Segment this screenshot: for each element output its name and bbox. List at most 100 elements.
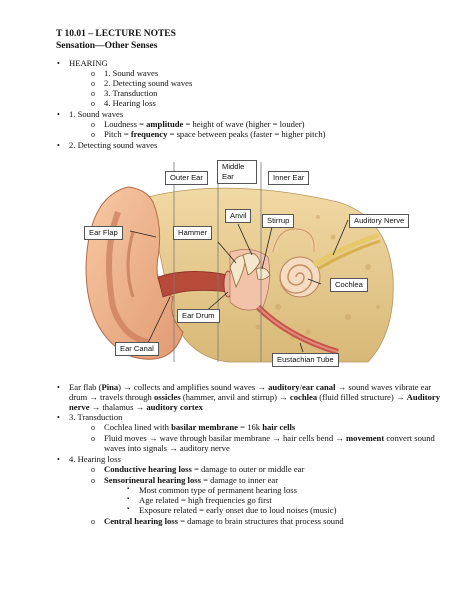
text: Ear flab ( — [69, 382, 102, 392]
sub-point: Age related = high frequencies go first — [139, 495, 272, 505]
label-eustachian-tube: Eustachian Tube — [272, 353, 339, 367]
label-outer-ear: Outer Ear — [165, 171, 208, 185]
pitch-rest: = space between peaks (faster = higher p… — [167, 129, 326, 139]
page-subtitle: Sensation—Other Senses — [56, 41, 158, 51]
label-ear-canal: Ear Canal — [115, 342, 159, 356]
bullet: ▪ — [127, 486, 130, 492]
label-ear-flap: Ear Flap — [84, 226, 123, 240]
bullet: ▪ — [127, 496, 130, 502]
ear-anatomy-diagram — [85, 162, 394, 363]
bullet: o — [91, 89, 95, 98]
pathway-line-2: drum → travels through ossicles (hammer,… — [69, 392, 440, 402]
bullet: • — [57, 110, 60, 119]
label-anvil: Anvil — [225, 209, 252, 223]
text: ear canal — [301, 382, 336, 392]
text: Sensorineural hearing loss — [104, 475, 201, 485]
pitch-prefix: Pitch = — [104, 129, 131, 139]
label-hammer: Hammer — [173, 226, 213, 240]
text: (hammer, anvil and stirrup) → — [180, 392, 290, 402]
text: ) → collects and amplifies sound waves → — [118, 382, 269, 392]
loudness-prefix: Loudness = — [104, 119, 147, 129]
text: = damage to inner ear — [200, 475, 279, 485]
stirrup-shape — [255, 267, 271, 280]
text: hair cells — [262, 422, 296, 432]
label-stirrup: Stirrup — [262, 214, 295, 228]
outline-item: 3. Transduction — [104, 88, 158, 98]
pitch-term: frequency — [130, 129, 168, 139]
loudness-term: amplitude — [146, 119, 184, 129]
text: / — [299, 382, 302, 392]
bullet: o — [91, 423, 95, 432]
sound-waves-heading: 1. Sound waves — [69, 109, 124, 119]
bullet: o — [91, 434, 95, 443]
bullet: • — [57, 141, 60, 150]
bullet: ▪ — [127, 506, 130, 512]
text: basilar membrane — [171, 422, 238, 432]
text: movement — [346, 433, 385, 443]
text: Auditory — [406, 392, 441, 402]
text: drum → travels through — [69, 392, 154, 402]
label-cochlea: Cochlea — [330, 278, 368, 292]
label-ear-drum: Ear Drum — [177, 309, 220, 323]
text: cochlea — [289, 392, 318, 402]
detecting-heading: 2. Detecting sound waves — [69, 140, 158, 150]
bullet: • — [57, 455, 60, 464]
anvil-shape — [242, 252, 261, 276]
text: Pina — [101, 382, 119, 392]
text: convert sound — [384, 433, 435, 443]
text: = damage to brain structures that proces… — [178, 516, 344, 526]
label-inner-ear: Inner Ear — [268, 171, 310, 185]
page-title: T 10.01 – LECTURE NOTES — [56, 29, 176, 39]
pathway-line-3: nerve → thalamus → auditory cortex — [69, 402, 203, 412]
text: Fluid moves → wave through basilar membr… — [104, 433, 347, 443]
loudness-rest: = height of wave (higher = louder) — [183, 119, 305, 129]
sub-point: Most common type of permanent hearing lo… — [139, 485, 297, 495]
bullet: o — [91, 465, 95, 474]
text: ossicles — [153, 392, 181, 402]
outline-item: 2. Detecting sound waves — [104, 78, 193, 88]
loudness-line: Loudness = amplitude = height of wave (h… — [104, 119, 304, 129]
bullet: • — [57, 383, 60, 392]
bullet: o — [91, 130, 95, 139]
transduction-heading: 3. Transduction — [69, 412, 123, 422]
bullet: • — [57, 413, 60, 422]
auditory-nerve-shape — [312, 232, 379, 268]
cochlea-line: Cochlea lined with basilar membrane = 16… — [104, 422, 295, 432]
hearing-heading: HEARING — [69, 58, 108, 68]
bullet: o — [91, 517, 95, 526]
text: auditory — [268, 382, 300, 392]
bullet: • — [57, 59, 60, 68]
pathway-line-1: Ear flab (Pina) → collects and amplifies… — [69, 382, 431, 392]
label-middle-ear: Middle Ear — [217, 160, 257, 184]
text: nerve — [69, 402, 90, 412]
text: → sound waves vibrate ear — [335, 382, 432, 392]
text: Central hearing loss — [104, 516, 178, 526]
bullet: o — [91, 120, 95, 129]
pitch-line: Pitch = frequency = space between peaks … — [104, 129, 326, 139]
text: (fluid filled structure) → — [317, 392, 407, 402]
text: → thalamus → — [89, 402, 147, 412]
text: = damage to outer or middle ear — [191, 464, 305, 474]
text: Cochlea lined with — [104, 422, 172, 432]
fluid-line-2: waves into signals → auditory nerve — [104, 443, 230, 453]
conductive-line: Conductive hearing loss = damage to oute… — [104, 464, 304, 474]
label-auditory-nerve: Auditory Nerve — [349, 214, 410, 228]
text: Conductive hearing loss — [104, 464, 192, 474]
fluid-line: Fluid moves → wave through basilar membr… — [104, 433, 435, 443]
hearing-loss-heading: 4. Hearing loss — [69, 454, 121, 464]
bullet: o — [91, 69, 95, 78]
text: auditory cortex — [146, 402, 203, 412]
label-middle-ear-line2: Ear — [222, 172, 234, 181]
bullet: o — [91, 99, 95, 108]
label-middle-ear-line1: Middle — [222, 162, 245, 171]
outline-item: 1. Sound waves — [104, 68, 159, 78]
bullet: o — [91, 79, 95, 88]
bullet: o — [91, 476, 95, 485]
sensorineural-line: Sensorineural hearing loss = damage to i… — [104, 475, 278, 485]
cochlea-shape — [279, 256, 321, 298]
sub-point: Exposure related = early onset due to lo… — [139, 505, 337, 515]
outline-item: 4. Hearing loss — [104, 98, 156, 108]
central-line: Central hearing loss = damage to brain s… — [104, 516, 344, 526]
text: = 16k — [238, 422, 263, 432]
